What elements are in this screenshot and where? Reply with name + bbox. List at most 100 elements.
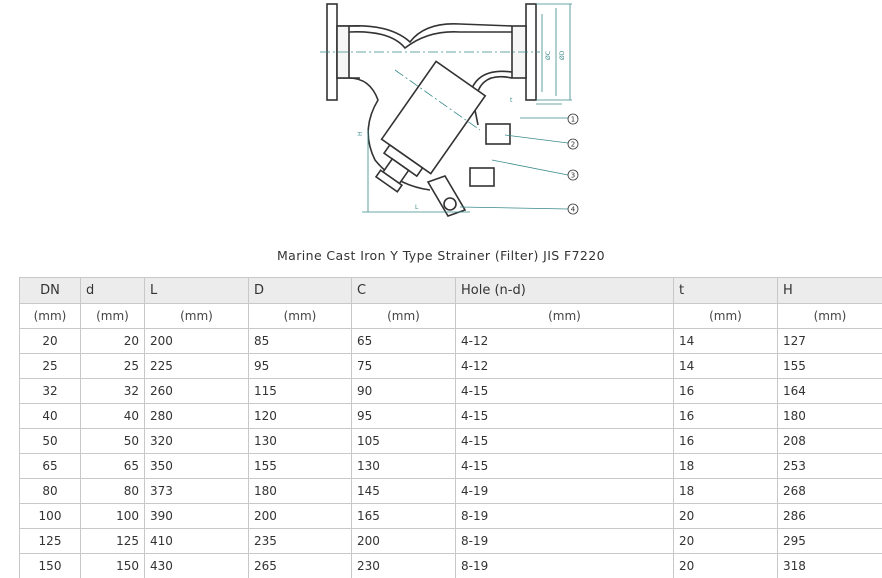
table-cell: 14 — [673, 353, 778, 379]
table-cell: 164 — [777, 378, 882, 404]
table-cell: 100 — [19, 503, 81, 529]
table-cell: 4-19 — [455, 478, 674, 504]
table-cell: 4-15 — [455, 428, 674, 454]
table-cell: 32 — [19, 378, 81, 404]
table-cell: 90 — [351, 378, 456, 404]
table-cell: 127 — [777, 328, 882, 354]
table-units-row: (mm) (mm) (mm) (mm) (mm) (mm) (mm) (mm) — [19, 303, 882, 329]
table-cell: 80 — [19, 478, 81, 504]
callout-1 — [567, 113, 579, 125]
table-cell: 286 — [777, 503, 882, 529]
table-cell: 16 — [673, 403, 778, 429]
table-cell: 16 — [673, 378, 778, 404]
unit-cell: (mm) — [455, 303, 674, 329]
table-cell: 225 — [144, 353, 249, 379]
unit-cell: (mm) — [673, 303, 778, 329]
dim-c-label: ØC — [545, 51, 552, 60]
table-cell: 95 — [351, 403, 456, 429]
table-cell: 100 — [80, 503, 145, 529]
col-header-hole: Hole (n-d) — [455, 277, 674, 304]
table-cell: 180 — [777, 403, 882, 429]
dim-t-label: t — [510, 97, 513, 104]
table-cell: 235 — [248, 528, 352, 554]
callout-3 — [567, 169, 579, 181]
table-cell: 80 — [80, 478, 145, 504]
spec-table: DN d L D C Hole (n-d) t H (mm) (mm) (mm)… — [19, 277, 882, 578]
table-cell: 155 — [777, 353, 882, 379]
table-cell: 8-19 — [455, 553, 674, 578]
table-cell: 165 — [351, 503, 456, 529]
table-cell: 40 — [19, 403, 81, 429]
table-cell: 155 — [248, 453, 352, 479]
callout-2 — [567, 138, 579, 150]
table-cell: 20 — [673, 553, 778, 578]
unit-cell: (mm) — [144, 303, 249, 329]
page-title: Marine Cast Iron Y Type Strainer (Filter… — [276, 248, 605, 263]
table-cell: 50 — [80, 428, 145, 454]
table-cell: 130 — [351, 453, 456, 479]
table-cell: 25 — [19, 353, 81, 379]
unit-cell: (mm) — [248, 303, 352, 329]
table-cell: 105 — [351, 428, 456, 454]
unit-cell: (mm) — [80, 303, 145, 329]
table-cell: 390 — [144, 503, 249, 529]
table-cell: 230 — [351, 553, 456, 578]
table-cell: 295 — [777, 528, 882, 554]
table-cell: 18 — [673, 478, 778, 504]
callout-2-label: 2 — [571, 141, 575, 149]
table-cell: 32 — [80, 378, 145, 404]
table-cell: 150 — [19, 553, 81, 578]
table-cell: 350 — [144, 453, 249, 479]
col-header-h: H — [777, 277, 882, 304]
col-header-t: t — [673, 277, 778, 304]
table-cell: 320 — [144, 428, 249, 454]
dim-d-label: ØD — [559, 50, 566, 60]
table-cell: 20 — [673, 528, 778, 554]
table-cell: 65 — [80, 453, 145, 479]
dim-l-label: L — [415, 204, 419, 211]
table-cell: 318 — [777, 553, 882, 578]
table-cell: 20 — [80, 328, 145, 354]
table-cell: 120 — [248, 403, 352, 429]
table-cell: 373 — [144, 478, 249, 504]
table-cell: 65 — [19, 453, 81, 479]
callout-4-label: 4 — [571, 206, 576, 214]
table-cell: 14 — [673, 328, 778, 354]
table-cell: 65 — [351, 328, 456, 354]
table-cell: 265 — [248, 553, 352, 578]
table-cell: 25 — [80, 353, 145, 379]
table-cell: 200 — [144, 328, 249, 354]
dim-h-label: H — [357, 131, 364, 136]
table-cell: 8-19 — [455, 528, 674, 554]
table-cell: 4-15 — [455, 378, 674, 404]
col-header-dn: DN — [19, 277, 81, 304]
unit-cell: (mm) — [19, 303, 81, 329]
table-cell: 268 — [777, 478, 882, 504]
table-cell: 95 — [248, 353, 352, 379]
callout-4 — [567, 203, 579, 215]
table-cell: 125 — [19, 528, 81, 554]
table-cell: 430 — [144, 553, 249, 578]
table-header-row: DN d L D C Hole (n-d) t H — [19, 277, 882, 304]
callout-1-label: 1 — [571, 116, 575, 124]
table-cell: 280 — [144, 403, 249, 429]
table-cell: 75 — [351, 353, 456, 379]
table-cell: 85 — [248, 328, 352, 354]
table-cell: 4-15 — [455, 403, 674, 429]
table-cell: 40 — [80, 403, 145, 429]
table-cell: 18 — [673, 453, 778, 479]
table-cell: 410 — [144, 528, 249, 554]
col-header-d: d — [80, 277, 145, 304]
table-cell: 130 — [248, 428, 352, 454]
callout-3-label: 3 — [571, 172, 575, 180]
y-strainer-drawing: 1 2 3 4 t ØC ØD H L — [320, 3, 579, 217]
